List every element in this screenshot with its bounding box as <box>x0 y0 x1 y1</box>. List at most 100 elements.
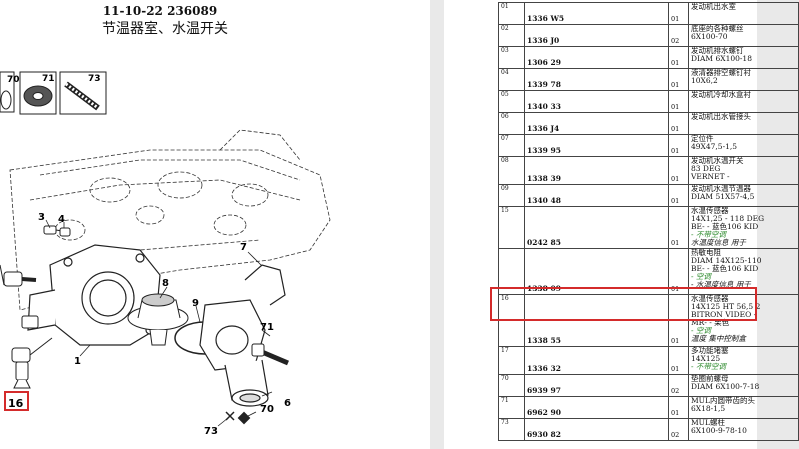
description-line: - 水温度信息 用于 <box>691 280 751 289</box>
washer-part-70 <box>0 90 12 110</box>
quantity-cell-text: 01 <box>671 337 680 345</box>
quantity-cell: 01 <box>668 206 689 249</box>
callout-6: 6 <box>284 398 291 409</box>
row-16-highlight <box>490 287 757 321</box>
description-line: DIAM 6X100-7-18 <box>691 382 760 391</box>
quantity-cell-text: 02 <box>671 37 680 45</box>
washer-part-71 <box>23 85 53 107</box>
description-line: 水温度信息 用于 <box>691 238 746 247</box>
thermostat-housing <box>27 244 161 346</box>
description-line: 14X125 HT 56,5 2 <box>691 302 761 311</box>
diagram-code: 11-10-22 236089 <box>102 4 218 18</box>
quantity-cell-text: 01 <box>671 15 680 23</box>
part-number-cell-text: 1338 55 <box>527 336 561 345</box>
quantity-cell: 02 <box>668 374 689 397</box>
callout-9: 9 <box>192 298 199 309</box>
quantity-cell: 01 <box>668 90 689 113</box>
ref-cell: 70 <box>498 374 525 397</box>
description-line: BE- - 蓝色106 KID <box>691 222 759 231</box>
part-number-cell-text: 6962 90 <box>527 408 561 417</box>
part-number-cell-text: 1340 48 <box>527 196 561 205</box>
part-number-cell-text: 1336 32 <box>527 364 561 373</box>
description-line: 水温传感器 <box>691 294 729 303</box>
callout-71b: 71 <box>260 322 274 333</box>
part-number-cell-text: 1336 W5 <box>527 14 565 23</box>
clip-part-7 <box>244 264 286 306</box>
part-number-cell-text: 1339 78 <box>527 80 561 89</box>
ref-cell: 07 <box>498 134 525 157</box>
callout-3: 3 <box>38 212 45 223</box>
part-number-cell: 1336 J0 <box>524 24 669 47</box>
ref-cell: 73 <box>498 418 525 441</box>
diagram-page: 11-10-22 236089 节温器室、水温开关 70 71 73 <box>0 0 430 449</box>
ref-cell: 02 <box>498 24 525 47</box>
description-line: 发动机冷却水盒衬 <box>691 90 751 99</box>
description-line: 热敏电阻 <box>691 248 721 257</box>
quantity-cell: 01 <box>668 2 689 25</box>
part-number-cell: 1340 48 <box>524 184 669 207</box>
part-number-cell: 1339 95 <box>524 134 669 157</box>
ref-cell: 08 <box>498 156 525 185</box>
part-number-cell: 6939 97 <box>524 374 669 397</box>
description-line: BE- - 蓝色106 KID <box>691 264 759 273</box>
quantity-cell: 01 <box>668 346 689 375</box>
quantity-cell-text: 01 <box>671 175 680 183</box>
quantity-cell-text: 01 <box>671 147 680 155</box>
description-line: 10X6,2 <box>691 76 718 85</box>
description-line: DIAM 51X57-4,5 <box>691 192 755 201</box>
description-line: DIAM 6X100-18 <box>691 54 752 63</box>
description-line: - 不带空调 <box>691 230 726 239</box>
part-number-cell: 1336 J4 <box>524 112 669 135</box>
part-number-cell: 6930 82 <box>524 418 669 441</box>
quantity-cell: 01 <box>668 46 689 69</box>
description-line: 6X100-70 <box>691 32 728 41</box>
description-line: 发动机出水室 <box>691 2 736 11</box>
quantity-cell: 01 <box>668 248 689 295</box>
description-line: - 空调 <box>691 326 711 335</box>
description-line: - 空调 <box>691 272 711 281</box>
part-number-cell: 6962 90 <box>524 396 669 419</box>
callout-16: 16 <box>8 397 24 410</box>
description-line: 定位件 <box>691 134 714 143</box>
quantity-cell-text: 01 <box>671 285 680 293</box>
part-number-cell-text: 0242 85 <box>527 238 561 247</box>
description-line: 83 DEG <box>691 164 721 173</box>
description-line: 14X1,25 - 118 DEG <box>691 214 765 223</box>
quantity-cell-text: 01 <box>671 197 680 205</box>
quantity-cell: 02 <box>668 418 689 441</box>
part-number-cell: 1336 32 <box>524 346 669 375</box>
thermostat-part-8 <box>127 293 189 346</box>
part-number-cell-text: 1336 J0 <box>527 36 560 45</box>
callout-70b: 70 <box>260 404 274 415</box>
callout-71a: 71 <box>42 74 55 84</box>
description-cell: 发动机出水室 <box>688 2 799 25</box>
description-line: VERNET - <box>691 172 730 181</box>
description-line: 水温传感器 <box>691 206 729 215</box>
ref-cell: 06 <box>498 112 525 135</box>
part-number-cell: 1338 39 <box>524 156 669 185</box>
screw-part-4 <box>59 227 71 237</box>
part-number-cell-text: 1340 33 <box>527 102 561 111</box>
callout-16-highlight <box>4 391 29 411</box>
quantity-cell: 01 <box>668 134 689 157</box>
part-number-cell-text: 6930 82 <box>527 430 561 439</box>
callout-70a: 70 <box>7 75 20 85</box>
plug-part-17 <box>21 315 39 329</box>
description-line: 发动机水温开关 <box>691 156 744 165</box>
description-line: DIAM 14X125-110 <box>691 256 762 265</box>
description-line: - 不带空调 <box>691 362 726 371</box>
quantity-cell: 01 <box>668 156 689 185</box>
outlet-housing-part-6 <box>199 299 269 407</box>
part-number-cell: 1340 33 <box>524 90 669 113</box>
quantity-cell: 01 <box>668 68 689 91</box>
ref-cell: 71 <box>498 396 525 419</box>
